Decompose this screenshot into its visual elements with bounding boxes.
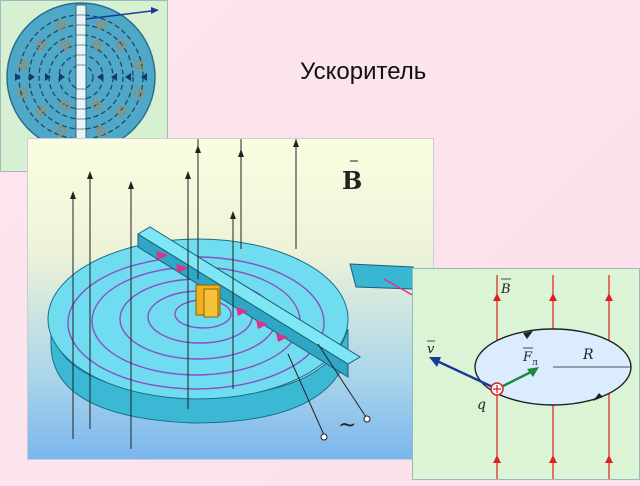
ac-symbol-main: ~ bbox=[338, 413, 356, 438]
page-title: Ускоритель bbox=[300, 58, 427, 85]
lorentz-force-panel: B v F л R q bbox=[412, 268, 640, 480]
b-field-label: B bbox=[342, 166, 362, 195]
f-subscript-label: л bbox=[532, 358, 538, 368]
lorentz-force-diagram: B v F л R q bbox=[427, 275, 632, 479]
charge-label: q bbox=[477, 397, 486, 413]
f-vector-label: F bbox=[522, 350, 533, 365]
cyclotron-3d-panel: ~ B bbox=[27, 138, 435, 460]
v-vector-label: v bbox=[427, 342, 435, 357]
radius-label: R bbox=[582, 347, 594, 363]
b-vector-label: B bbox=[500, 282, 511, 297]
cyclotron-3d-diagram: ~ B bbox=[47, 139, 435, 449]
